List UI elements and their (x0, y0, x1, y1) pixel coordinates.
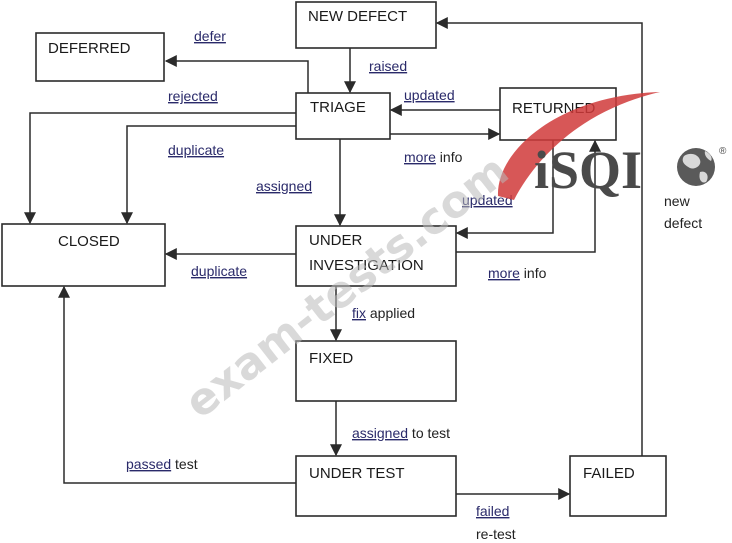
node-deferred: DEFERRED (35, 32, 165, 82)
node-fixed: FIXED (295, 340, 457, 402)
label-defer: defer (194, 28, 226, 44)
node-failed: FAILED (569, 455, 667, 517)
node-triage-label: TRIAGE (310, 99, 366, 116)
node-under-investigation: UNDER INVESTIGATION (295, 225, 457, 287)
edge-defer (164, 55, 309, 93)
label-updated-top: updated (404, 87, 455, 103)
label-passed-test: passed test (126, 456, 198, 472)
logo-swoosh (497, 92, 660, 200)
label-duplicate-mid: duplicate (191, 263, 247, 279)
edge-duplicate-triage (121, 125, 296, 225)
node-new-defect: NEW DEFECT (295, 1, 437, 49)
node-under-investigation-label-1: UNDER (309, 232, 363, 249)
isqi-logo: iSQI ® (497, 92, 727, 200)
node-new-defect-label: NEW DEFECT (308, 8, 407, 25)
edge-more-info-investigation (456, 139, 601, 253)
logo-registered-mark: ® (719, 146, 727, 157)
node-closed: CLOSED (1, 223, 166, 287)
logo-text: iSQI (534, 140, 642, 200)
label-assigned: assigned (256, 178, 312, 194)
node-fixed-label: FIXED (309, 350, 353, 367)
node-under-test-label: UNDER TEST (309, 465, 405, 482)
edge-rejected (24, 112, 296, 225)
label-failed: failed (476, 503, 509, 519)
label-fix-applied: fix applied (352, 305, 415, 321)
node-failed-label: FAILED (583, 465, 635, 482)
node-under-test: UNDER TEST (295, 455, 457, 517)
label-defect: defect (664, 215, 702, 231)
label-retest: re-test (476, 526, 516, 542)
node-deferred-label: DEFERRED (48, 40, 131, 57)
label-duplicate-top: duplicate (168, 142, 224, 158)
label-new: new (664, 193, 691, 209)
label-raised: raised (369, 58, 407, 74)
label-assigned-to-test: assigned to test (352, 425, 450, 441)
node-triage: TRIAGE (295, 92, 391, 140)
label-more-info-mid: more info (488, 265, 547, 281)
edge-updated-investigation (455, 140, 554, 239)
label-rejected: rejected (168, 88, 218, 104)
label-more-info-top: more info (404, 149, 463, 165)
edge-passed-test (58, 285, 296, 484)
node-closed-label: CLOSED (58, 233, 120, 250)
edge-new-defect (435, 17, 643, 456)
node-under-investigation-label-2: INVESTIGATION (309, 257, 424, 274)
globe-icon (677, 148, 715, 186)
